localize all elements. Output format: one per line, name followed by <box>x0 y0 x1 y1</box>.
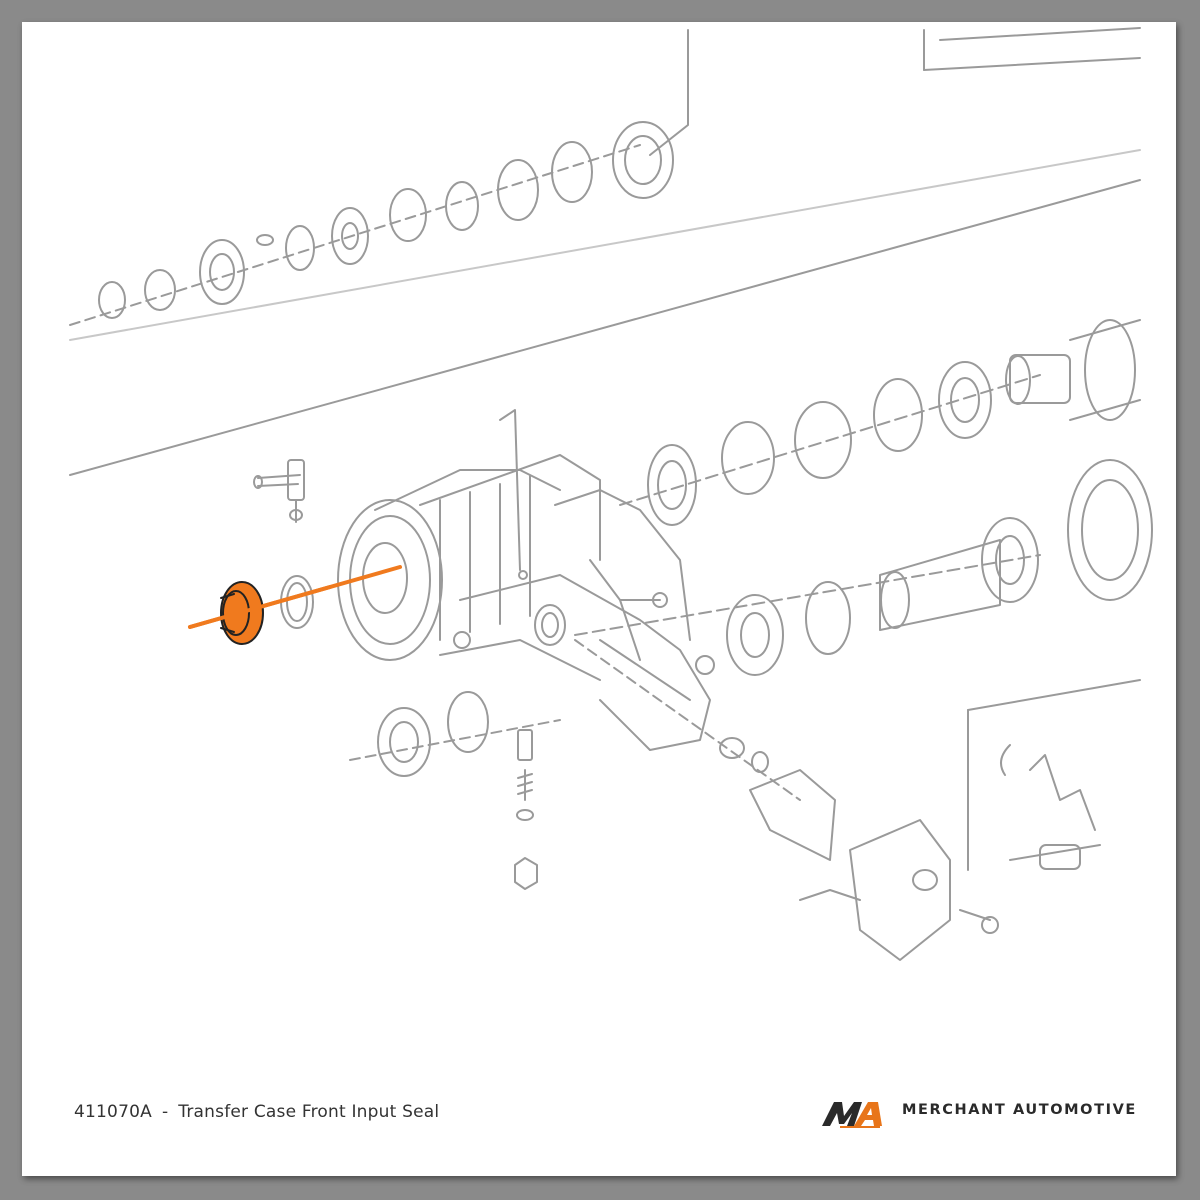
vent-tube <box>253 459 305 523</box>
transfer-case-housing <box>337 409 715 751</box>
lower-front-parts <box>349 691 561 890</box>
brand-name: MERCHANT AUTOMOTIVE <box>902 1102 1137 1118</box>
shift-fork-assembly <box>574 639 999 961</box>
front-input-seal-highlight <box>188 565 402 645</box>
lower-output-shaft <box>574 459 1153 676</box>
brand-logo: MERCHANT AUTOMOTIVE <box>820 1096 1135 1132</box>
snap-ring <box>280 575 314 629</box>
exploded-diagram <box>69 27 1153 961</box>
top-shaft-assembly <box>69 121 674 326</box>
part-number: 411070A <box>74 1102 152 1122</box>
part-caption: 411070A-Transfer Case Front Input Seal <box>74 1102 439 1122</box>
part-description: Transfer Case Front Input Seal <box>178 1102 440 1122</box>
product-card: 411070A-Transfer Case Front Input Seal M… <box>22 22 1176 1176</box>
inset-shift-fork <box>1000 744 1101 870</box>
caption-separator: - <box>161 1102 169 1122</box>
ma-logo-mark <box>822 1102 882 1128</box>
upper-output-shaft <box>619 319 1141 526</box>
frame-lines <box>69 27 1141 871</box>
